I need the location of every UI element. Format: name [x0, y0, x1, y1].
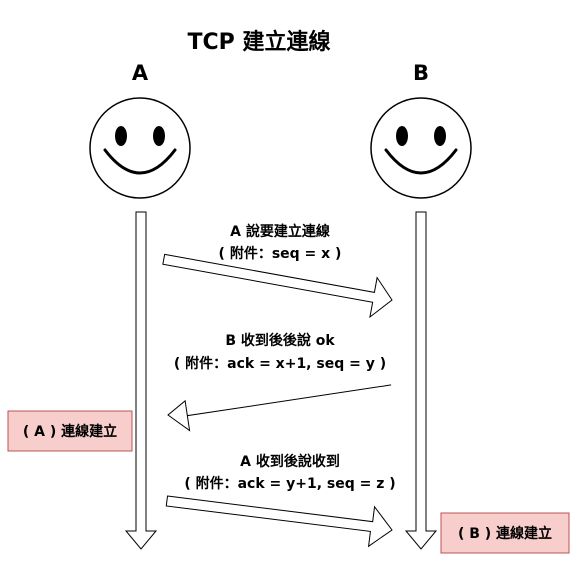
smiley-face-b-icon [370, 97, 472, 199]
connection-established-badge-a: ( A ) 連線建立 [7, 410, 133, 452]
smiley-face-a-icon [89, 97, 191, 199]
lifeline-a-arrow [124, 211, 158, 550]
message-1-line-2: ( 附件：seq = x ) [219, 245, 342, 262]
message-3-arrow [165, 495, 393, 548]
message-1-line-1: A 說要建立連線 [230, 223, 330, 240]
lifeline-b-arrow [404, 211, 438, 550]
badge-a-label: ( A ) 連線建立 [23, 423, 117, 440]
message-3-line-1: A 收到後說收到 [240, 453, 340, 470]
message-2-arrow [167, 384, 392, 432]
party-label-a: A [132, 61, 149, 85]
message-1-arrow [162, 253, 393, 319]
message-2-line-2: ( 附件：ack = x+1, seq = y ) [174, 355, 386, 372]
message-3-line-2: ( 附件：ack = y+1, seq = z ) [184, 475, 395, 492]
party-label-b: B [413, 61, 429, 85]
diagram-title: TCP 建立連線 [188, 29, 331, 55]
message-2-line-1: B 收到後後說 ok [225, 332, 335, 349]
badge-b-label: ( B ) 連線建立 [458, 525, 552, 542]
connection-established-badge-b: ( B ) 連線建立 [440, 512, 570, 554]
